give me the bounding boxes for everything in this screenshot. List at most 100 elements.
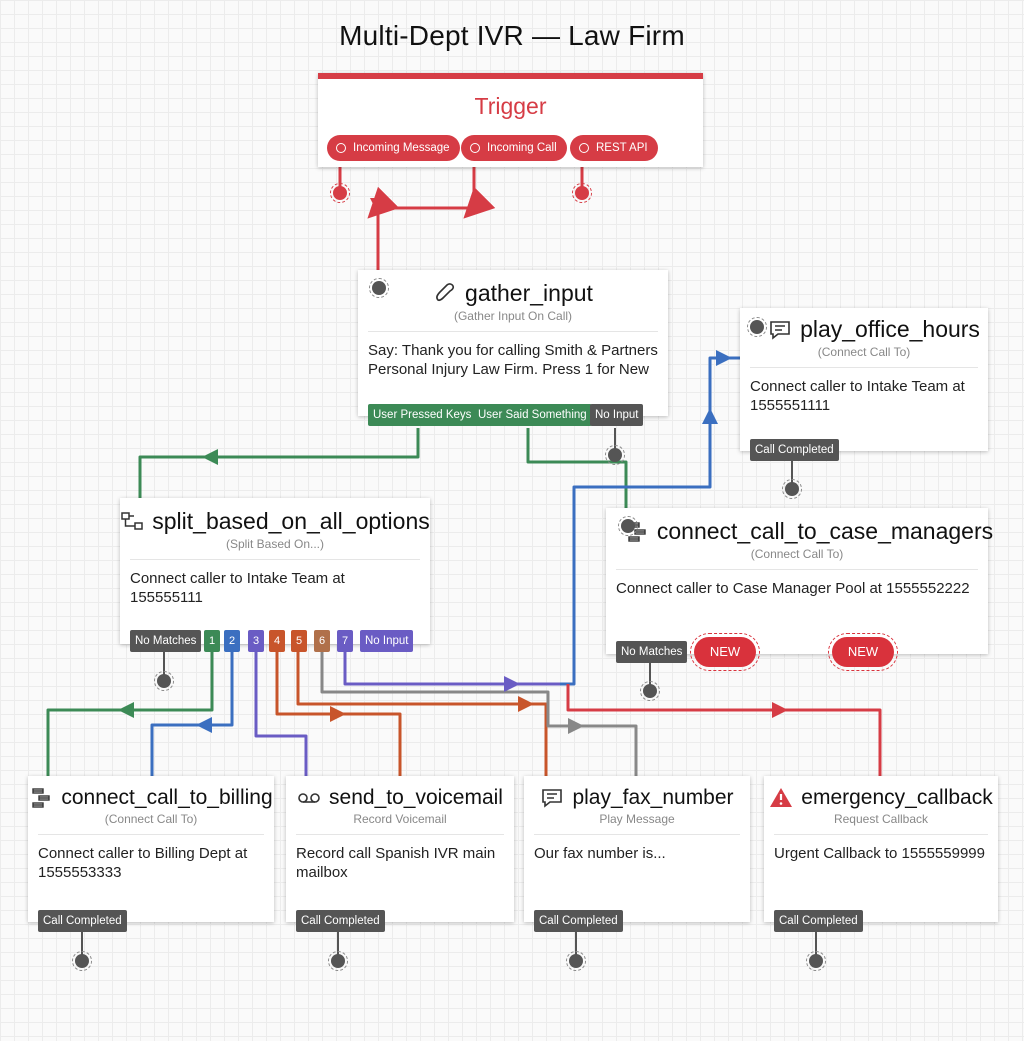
arrow-gray-right	[568, 718, 584, 734]
wire-opt4-to-voicemail	[275, 652, 402, 776]
node-subtitle: (Connect Call To)	[104, 812, 198, 826]
new-exit-button[interactable]: NEW	[828, 633, 898, 671]
alert-icon	[769, 786, 793, 810]
port-incoming-message[interactable]	[330, 183, 350, 203]
pill-rest-api[interactable]: REST API	[570, 135, 658, 161]
wire-opt3-to-voicemail	[254, 652, 308, 776]
exit-call-completed[interactable]: Call Completed	[534, 910, 623, 932]
arrow-red-down	[370, 198, 386, 214]
node-body: Record call Spanish IVR main mailbox	[296, 834, 504, 882]
port-rest-api[interactable]	[572, 183, 592, 203]
node-play-fax-number[interactable]: play_fax_number Play Message Our fax num…	[524, 776, 750, 922]
arrow-green-left-2	[118, 702, 134, 718]
exit-call-completed[interactable]: Call Completed	[774, 910, 863, 932]
node-body: Our fax number is...	[534, 834, 740, 863]
input-port[interactable]	[369, 278, 389, 298]
split-icon	[120, 510, 144, 534]
port-call-completed[interactable]	[566, 951, 586, 971]
exit-option-2[interactable]: 2	[224, 630, 240, 652]
node-title: emergency_callback	[801, 786, 993, 809]
port-no-matches[interactable]	[154, 671, 174, 691]
wire-case-to-emergency	[566, 684, 882, 776]
message-icon	[540, 786, 564, 810]
arrow-red-right	[772, 702, 788, 718]
exit-no-matches[interactable]: No Matches	[130, 630, 202, 652]
node-body: Connect caller to Intake Team at 1555551…	[130, 559, 420, 607]
node-body: Connect caller to Billing Dept at 155555…	[38, 834, 264, 882]
connect-icon	[29, 786, 53, 810]
radio-icon	[579, 143, 589, 153]
exit-option-4[interactable]: 4	[269, 630, 285, 652]
node-title: connect_call_to_billing	[61, 786, 273, 809]
radio-icon	[336, 143, 346, 153]
exit-call-completed[interactable]: Call Completed	[38, 910, 127, 932]
wire-opt1-to-billing	[46, 652, 214, 776]
node-gather-input[interactable]: gather_input (Gather Input On Call) Say:…	[358, 270, 668, 416]
input-port[interactable]	[747, 317, 767, 337]
exit-no-input[interactable]: No Input	[360, 630, 414, 652]
node-title: send_to_voicemail	[329, 786, 503, 809]
arrow-orange-right	[330, 706, 346, 722]
node-subtitle: (Split Based On...)	[225, 537, 325, 551]
exit-user-said-something[interactable]: User Said Something	[473, 404, 592, 426]
port-call-completed[interactable]	[328, 951, 348, 971]
port-call-completed[interactable]	[72, 951, 92, 971]
pill-incoming-call[interactable]: Incoming Call	[461, 135, 567, 161]
exit-option-1[interactable]: 1	[204, 630, 220, 652]
port-call-completed[interactable]	[806, 951, 826, 971]
input-port[interactable]	[618, 516, 638, 536]
port-no-matches[interactable]	[640, 681, 660, 701]
pill-incoming-message[interactable]: Incoming Message	[327, 135, 460, 161]
node-title: play_office_hours	[800, 316, 980, 342]
exit-call-completed[interactable]: Call Completed	[750, 439, 839, 461]
exit-option-5[interactable]: 5	[291, 630, 307, 652]
node-subtitle: (Connect Call To)	[817, 345, 911, 359]
wire-opt6-to-fax	[320, 652, 638, 776]
node-connect-call-to-case-managers[interactable]: connect_call_to_case_managers (Connect C…	[606, 508, 993, 654]
node-title: gather_input	[465, 280, 593, 306]
port-no-input[interactable]	[605, 445, 625, 465]
exit-option-3[interactable]: 3	[248, 630, 264, 652]
arrow-green-left	[202, 449, 218, 465]
wire-opt2-to-billing	[150, 652, 234, 776]
node-subtitle: Request Callback	[833, 812, 929, 826]
node-title: split_based_on_all_options	[152, 508, 430, 534]
node-send-to-voicemail[interactable]: send_to_voicemail Record Voicemail Recor…	[286, 776, 514, 922]
wire-opt7-to-office	[343, 652, 560, 686]
exit-call-completed[interactable]: Call Completed	[296, 910, 385, 932]
wire-keys-to-split	[138, 428, 420, 498]
node-subtitle: Play Message	[599, 812, 675, 826]
node-emergency-callback[interactable]: emergency_callback Request Callback Urge…	[764, 776, 998, 922]
port-call-completed[interactable]	[782, 479, 802, 499]
node-subtitle: (Gather Input On Call)	[453, 309, 573, 323]
wire-call-to-gather	[367, 160, 496, 272]
node-title: connect_call_to_case_managers	[656, 518, 994, 544]
node-body: Urgent Callback to 1555559999	[774, 834, 988, 863]
wire-said-to-case	[526, 428, 628, 508]
node-body: Connect caller to Case Manager Pool at 1…	[616, 569, 978, 598]
node-body: Connect caller to Intake Team at 1555551…	[750, 367, 978, 415]
phone-icon	[433, 282, 457, 306]
exit-no-input[interactable]: No Input	[590, 404, 644, 426]
new-exit-button[interactable]: NEW	[690, 633, 760, 671]
arrow-blue-right	[716, 350, 732, 366]
arrow-orange-right-2	[518, 696, 534, 712]
exit-user-pressed-keys[interactable]: User Pressed Keys	[368, 404, 477, 426]
message-icon	[768, 318, 792, 342]
arrow-blue-left	[196, 717, 212, 733]
page-title: Multi-Dept IVR — Law Firm	[339, 20, 685, 51]
node-subtitle: (Connect Call To)	[750, 547, 844, 561]
voicemail-icon	[297, 786, 321, 810]
exit-option-7[interactable]: 7	[337, 630, 353, 652]
exit-option-6[interactable]: 6	[314, 630, 330, 652]
node-connect-call-to-billing[interactable]: connect_call_to_billing (Connect Call To…	[28, 776, 274, 922]
node-split-based-on-all-options[interactable]: split_based_on_all_options (Split Based …	[120, 498, 430, 644]
trigger-node[interactable]: Trigger Incoming Message Incoming Call R…	[318, 73, 703, 167]
node-title: play_fax_number	[572, 786, 734, 809]
node-play-office-hours[interactable]: play_office_hours (Connect Call To) Conn…	[740, 308, 988, 451]
node-body: Say: Thank you for calling Smith & Partn…	[368, 331, 658, 379]
exit-no-matches[interactable]: No Matches	[616, 641, 688, 663]
radio-icon	[470, 143, 480, 153]
arrow-purple-right	[504, 676, 520, 692]
node-subtitle: Record Voicemail	[353, 812, 447, 826]
